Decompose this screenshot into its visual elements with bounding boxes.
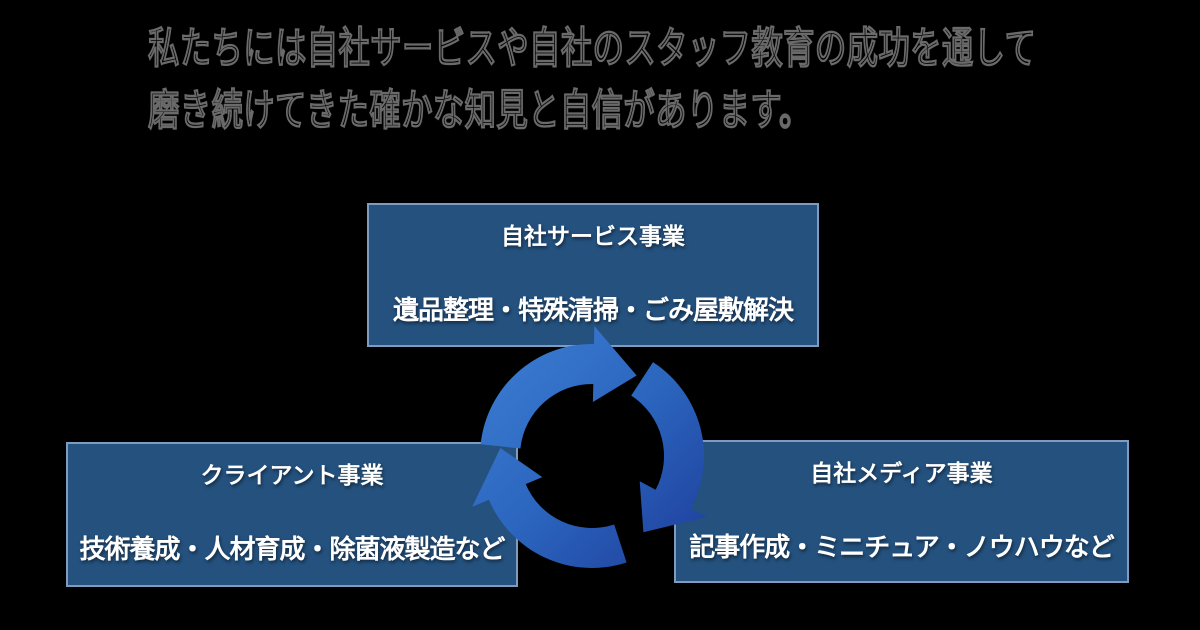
box-client-business: クライアント事業 技術養成・人材育成・除菌液製造など — [66, 442, 518, 587]
box-own-media-body: 記事作成・ミニチュア・ノウハウなど — [689, 532, 1114, 562]
box-client-body: 技術養成・人材育成・除菌液製造など — [79, 534, 505, 564]
header-line-1: 私たちには自社サービスや自社のスタッフ教育の成功を通して — [148, 25, 1037, 73]
box-own-media-business: 自社メディア事業 記事作成・ミニチュア・ノウハウなど — [674, 440, 1129, 583]
header-line-2: 磨き続けてきた確かな知見と自信があります。 — [148, 87, 811, 135]
box-client-title: クライアント事業 — [200, 462, 384, 488]
box-own-media-title: 自社メディア事業 — [810, 460, 993, 486]
box-own-service-body: 遺品整理・特殊清掃・ごみ屋敷解決 — [392, 295, 794, 325]
box-own-service-title: 自社サービス事業 — [501, 223, 685, 249]
box-own-service-business: 自社サービス事業 遺品整理・特殊清掃・ごみ屋敷解決 — [367, 203, 819, 347]
